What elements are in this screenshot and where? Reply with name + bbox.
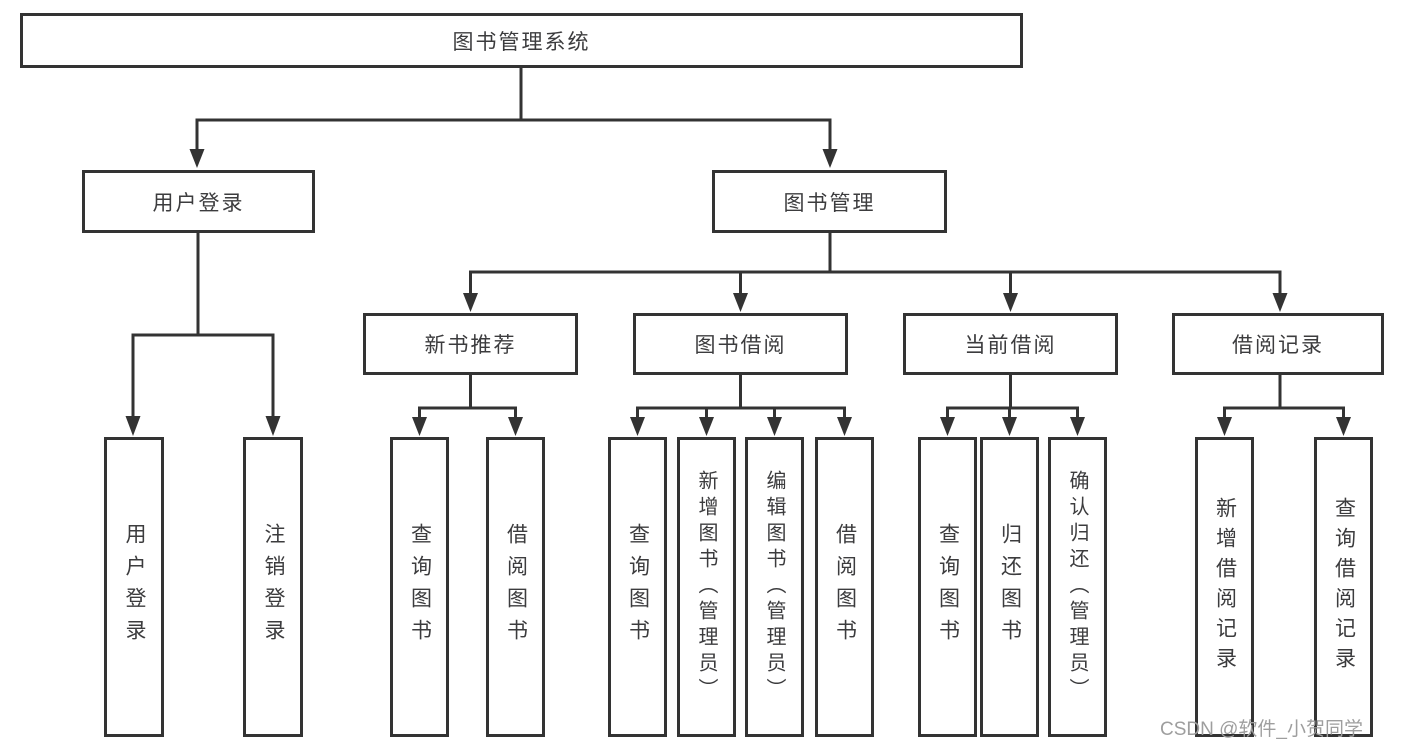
node-new-book-recommend: 新书推荐 (363, 313, 578, 375)
leaf-user-login-label: 用户登录 (123, 523, 146, 651)
node-borrow-records-label: 借阅记录 (1232, 334, 1324, 357)
leaf-confirm-return-admin-label: 确认归还（管理员） (1066, 470, 1088, 704)
connector-root-to-level2 (189, 68, 838, 168)
connector-borrow-to-children (630, 375, 852, 436)
node-book-management-label: 图书管理 (783, 191, 876, 215)
leaf-add-books-admin-label: 新增图书（管理员） (695, 470, 717, 704)
node-book-borrow-label: 图书借阅 (694, 334, 787, 357)
node-current-borrow-label: 当前借阅 (964, 334, 1057, 357)
node-borrow-records: 借阅记录 (1172, 313, 1384, 375)
connector-login-to-children (125, 233, 281, 436)
node-user-login: 用户登录 (82, 170, 315, 233)
leaf-query-books-2: 查询图书 (608, 437, 667, 737)
leaf-query-borrow-record-label: 查询借阅记录 (1332, 497, 1356, 677)
node-new-book-recommend-label: 新书推荐 (424, 334, 517, 357)
leaf-logout-label: 注销登录 (262, 523, 285, 651)
node-current-borrow: 当前借阅 (903, 313, 1118, 375)
leaf-borrow-books-1: 借阅图书 (486, 437, 545, 737)
leaf-add-books-admin: 新增图书（管理员） (677, 437, 736, 737)
leaf-query-borrow-record: 查询借阅记录 (1314, 437, 1373, 737)
leaf-add-borrow-record: 新增借阅记录 (1195, 437, 1254, 737)
leaf-query-books-3-label: 查询图书 (936, 523, 960, 651)
leaf-query-books-1-label: 查询图书 (408, 523, 432, 651)
leaf-edit-books-admin: 编辑图书（管理员） (745, 437, 804, 737)
leaf-query-books-1: 查询图书 (390, 437, 449, 737)
connector-records-to-children (1217, 375, 1351, 436)
node-root-system: 图书管理系统 (20, 13, 1023, 68)
connector-current-to-children (940, 375, 1085, 436)
leaf-query-books-2-label: 查询图书 (626, 523, 650, 651)
leaf-query-books-3: 查询图书 (918, 437, 977, 737)
node-user-login-label: 用户登录 (152, 191, 245, 215)
leaf-user-login: 用户登录 (104, 437, 164, 737)
leaf-add-borrow-record-label: 新增借阅记录 (1213, 497, 1237, 677)
connector-newrec-to-children (412, 375, 523, 436)
node-book-borrow: 图书借阅 (633, 313, 848, 375)
leaf-borrow-books-2: 借阅图书 (815, 437, 874, 737)
leaf-edit-books-admin-label: 编辑图书（管理员） (763, 470, 785, 704)
node-root-system-label: 图书管理系统 (452, 30, 591, 54)
leaf-logout: 注销登录 (243, 437, 303, 737)
leaf-confirm-return-admin: 确认归还（管理员） (1048, 437, 1107, 737)
csdn-watermark: CSDN @软件_小贺同学 (1160, 719, 1363, 740)
leaf-borrow-books-2-label: 借阅图书 (833, 523, 857, 651)
node-book-management: 图书管理 (712, 170, 947, 233)
leaf-return-books-label: 归还图书 (998, 523, 1022, 651)
leaf-return-books: 归还图书 (980, 437, 1039, 737)
leaf-borrow-books-1-label: 借阅图书 (504, 523, 528, 651)
connector-bookmgmt-to-level3 (463, 233, 1288, 312)
